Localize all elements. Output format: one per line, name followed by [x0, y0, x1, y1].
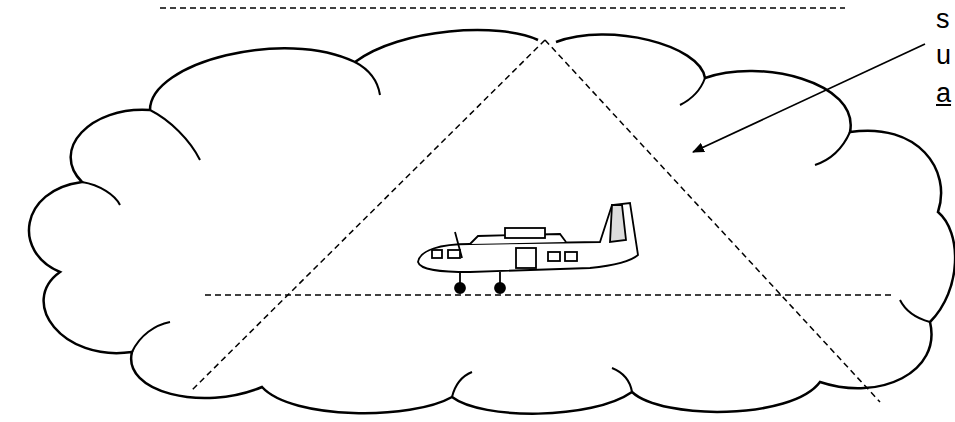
airplane-icon — [418, 203, 638, 293]
callout-text: u — [936, 40, 951, 70]
cloud-curl — [612, 368, 632, 392]
dashed-line — [190, 40, 545, 392]
callout-text: a — [936, 78, 951, 108]
leader-arrow — [693, 44, 925, 152]
dashed-line — [205, 294, 895, 296]
cloud-curl — [452, 372, 472, 397]
cloud-curl — [900, 300, 930, 322]
cloud-curl — [355, 62, 380, 95]
cloud-outline — [29, 30, 955, 414]
cloud-curl — [150, 110, 200, 160]
dashed-line — [545, 40, 880, 402]
callout-text: s — [936, 4, 950, 34]
cloud-curl — [815, 132, 850, 165]
dashed-line — [160, 7, 845, 9]
cloud-curl — [82, 182, 120, 205]
cloud-curl — [680, 78, 705, 105]
cloud-curl — [132, 322, 170, 352]
